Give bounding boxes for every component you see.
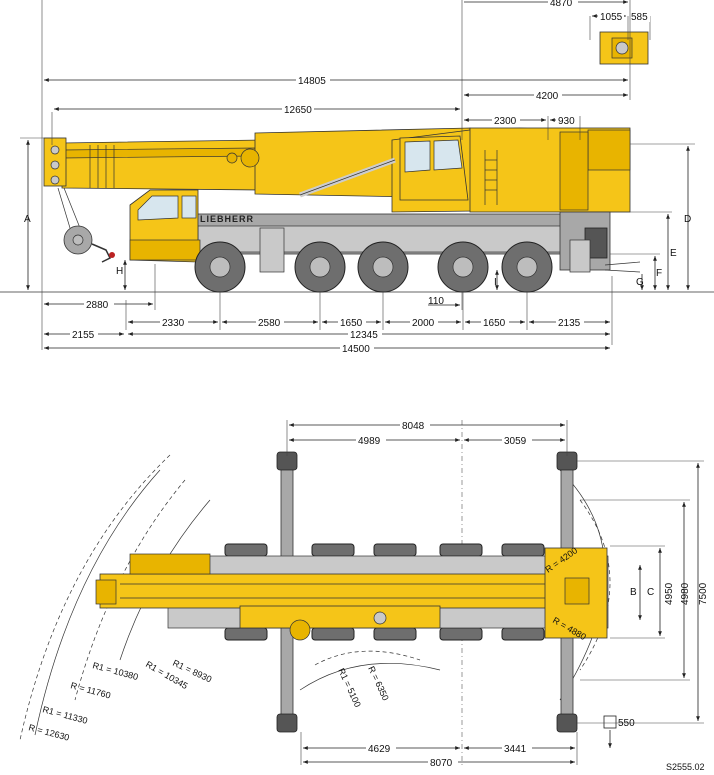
- height-D: D: [684, 214, 691, 225]
- counterweight-inset: 1055 585: [589, 10, 651, 65]
- dim-12650: 12650: [284, 105, 312, 116]
- dim-2135: 2135: [558, 318, 581, 329]
- dim-3441: 3441: [504, 744, 527, 755]
- dim-12345: 12345: [350, 330, 378, 341]
- radius-10380: R1 = 10380: [91, 660, 139, 682]
- dim-3059: 3059: [504, 436, 527, 447]
- dim-585: 585: [631, 12, 648, 23]
- side-bottom-dimensions: 2880 110 2330 2580 1650 2000: [44, 264, 613, 355]
- radius-6350: R = 6350: [366, 665, 391, 703]
- brand-logo: LIEBHERR: [200, 214, 254, 224]
- dim-8048: 8048: [402, 421, 425, 432]
- hook-block: [57, 187, 115, 263]
- dim-4989: 4989: [358, 436, 381, 447]
- dim-14500: 14500: [342, 344, 370, 355]
- height-I: I: [494, 277, 497, 288]
- wheels: [194, 241, 553, 293]
- dim-4950: 4950: [664, 582, 675, 605]
- dim-8070: 8070: [430, 758, 453, 769]
- dim-14805: 14805: [298, 76, 326, 87]
- radius-5100: R1 = 5100: [336, 667, 363, 709]
- dim-2880: 2880: [86, 300, 109, 311]
- height-F: F: [656, 268, 662, 279]
- dim-C: C: [647, 587, 654, 598]
- side-view: LIEBHERR 1055 58: [0, 0, 714, 355]
- dim-4629: 4629: [368, 744, 391, 755]
- dim-110: 110: [428, 296, 444, 307]
- dim-2155: 2155: [72, 330, 95, 341]
- height-A: A: [24, 214, 31, 225]
- dim-2000: 2000: [412, 318, 435, 329]
- dim-1055: 1055: [600, 12, 623, 23]
- height-G: G: [636, 277, 644, 288]
- side-top-dimensions: 4870 14805 4200 12650 2300 930: [41, 0, 631, 350]
- radius-11330: R1 = 11330: [41, 704, 88, 726]
- drawing-code: S2555.02: [666, 762, 705, 772]
- dim-4980: 4980: [680, 582, 691, 605]
- dim-2330: 2330: [162, 318, 185, 329]
- plan-top-dimensions: 8048 4989 3059: [286, 419, 568, 456]
- dim-930: 930: [558, 116, 575, 127]
- dim-4870: 4870: [550, 0, 573, 9]
- dim-4200: 4200: [536, 91, 559, 102]
- dim-2580: 2580: [258, 318, 281, 329]
- radius-12630: R = 12630: [27, 722, 70, 742]
- plan-right-dimensions: C B 4950 4980 7500: [577, 460, 709, 724]
- height-H: H: [116, 266, 123, 277]
- height-E: E: [670, 248, 677, 259]
- plan-bottom-dimensions: 4629 3441 8070 550 S2555.02: [300, 718, 705, 772]
- dim-550: 550: [618, 718, 635, 729]
- plan-crane-body: [95, 547, 609, 641]
- plan-wheels: [224, 543, 545, 641]
- carrier: LIEBHERR: [129, 189, 641, 273]
- side-height-dimensions: A D E F G H I: [20, 137, 695, 290]
- plan-view: 8048 4989 3059 C B 4950 4980 7500: [19, 419, 709, 772]
- dim-1650-a: 1650: [340, 318, 363, 329]
- dim-7500: 7500: [698, 582, 709, 605]
- superstructure: [299, 127, 631, 213]
- dim-1650-b: 1650: [483, 318, 506, 329]
- dim-2300: 2300: [494, 116, 517, 127]
- dim-B: B: [630, 587, 637, 598]
